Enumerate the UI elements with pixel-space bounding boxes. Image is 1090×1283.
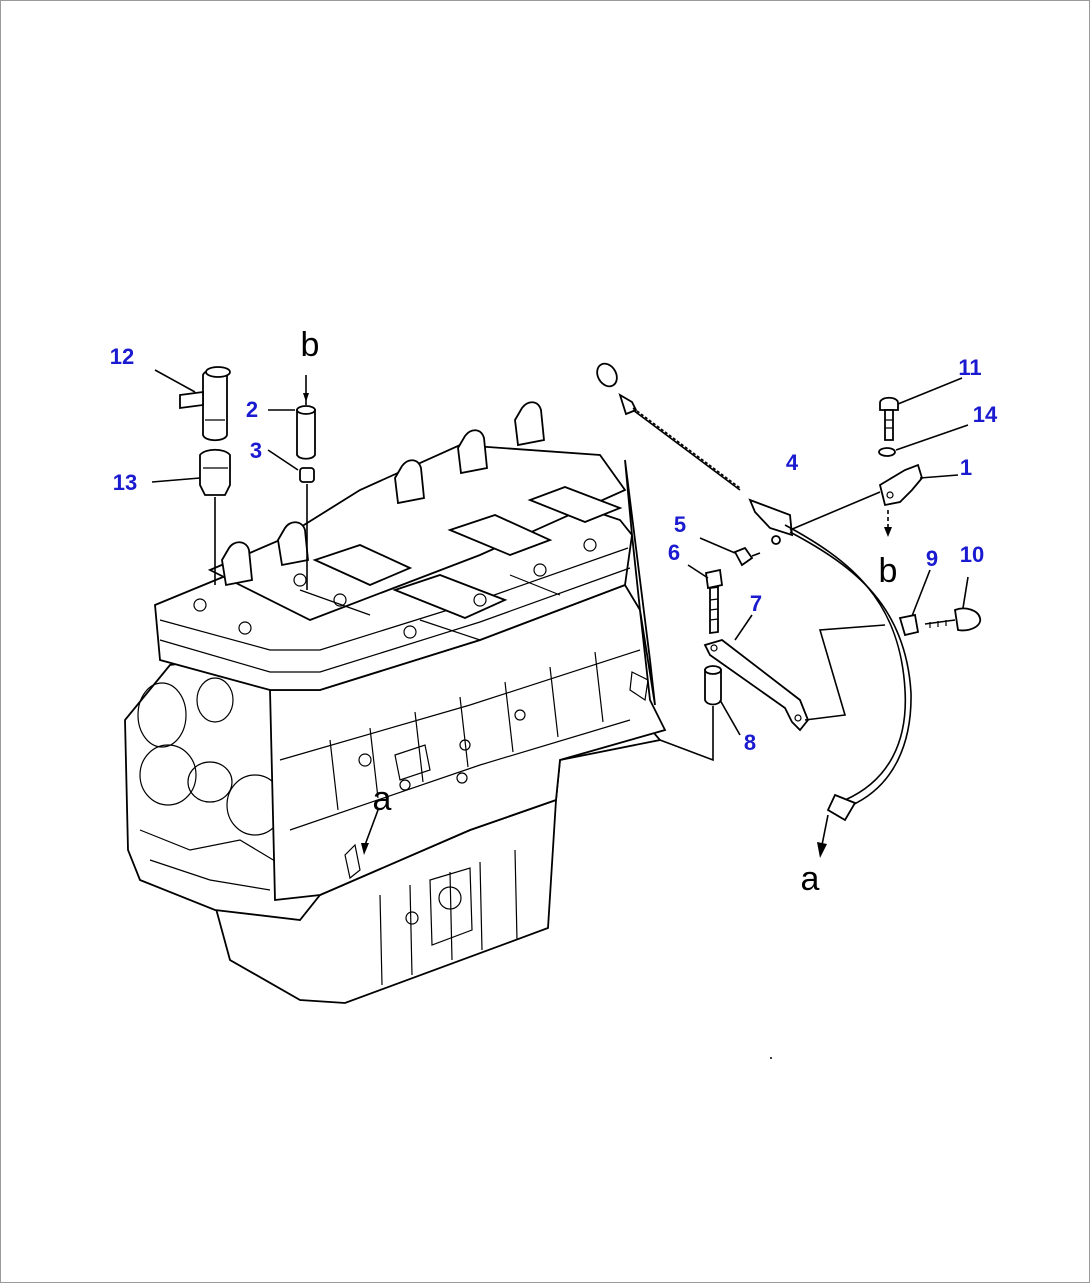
callout-12[interactable]: 12 [110,344,134,369]
callout-14[interactable]: 14 [973,402,998,427]
part-8-spacer [659,665,722,762]
part-5-bolt [733,546,761,567]
part-6-bolt [704,568,724,635]
leader-lines [151,369,969,855]
callout-10[interactable]: 10 [960,542,984,567]
ref-a-block: a [373,780,392,818]
part-2-pipe [296,375,316,460]
callout-6[interactable]: 6 [668,540,680,565]
ref-b-bracket: b [879,552,898,590]
callout-8[interactable]: 8 [744,730,756,755]
ref-b-top: b [301,326,320,364]
ref-a-tube: a [801,860,820,898]
part-10-bolt [924,607,982,632]
part-9-clamp [898,613,920,637]
part-12-fitting [179,366,231,442]
part-4-gauge-tube [596,362,912,858]
callout-7[interactable]: 7 [750,591,762,616]
callout-5[interactable]: 5 [674,512,686,537]
part-13-connector [199,448,231,585]
part-1-bracket [878,463,924,537]
part-11-bolt [879,396,899,441]
stray-dot [770,1057,772,1059]
leader-4 [789,491,881,531]
part-14-washer [878,447,896,457]
callout-11[interactable]: 11 [958,355,981,380]
part-7-stay [703,624,886,732]
callout-4[interactable]: 4 [786,450,799,475]
callout-9[interactable]: 9 [926,546,938,571]
part-3-ring [299,467,315,590]
callout-13[interactable]: 13 [113,470,137,495]
callout-2[interactable]: 2 [246,397,258,422]
engine-block [124,401,667,1004]
callout-3[interactable]: 3 [250,438,262,463]
callout-1[interactable]: 1 [960,455,972,480]
